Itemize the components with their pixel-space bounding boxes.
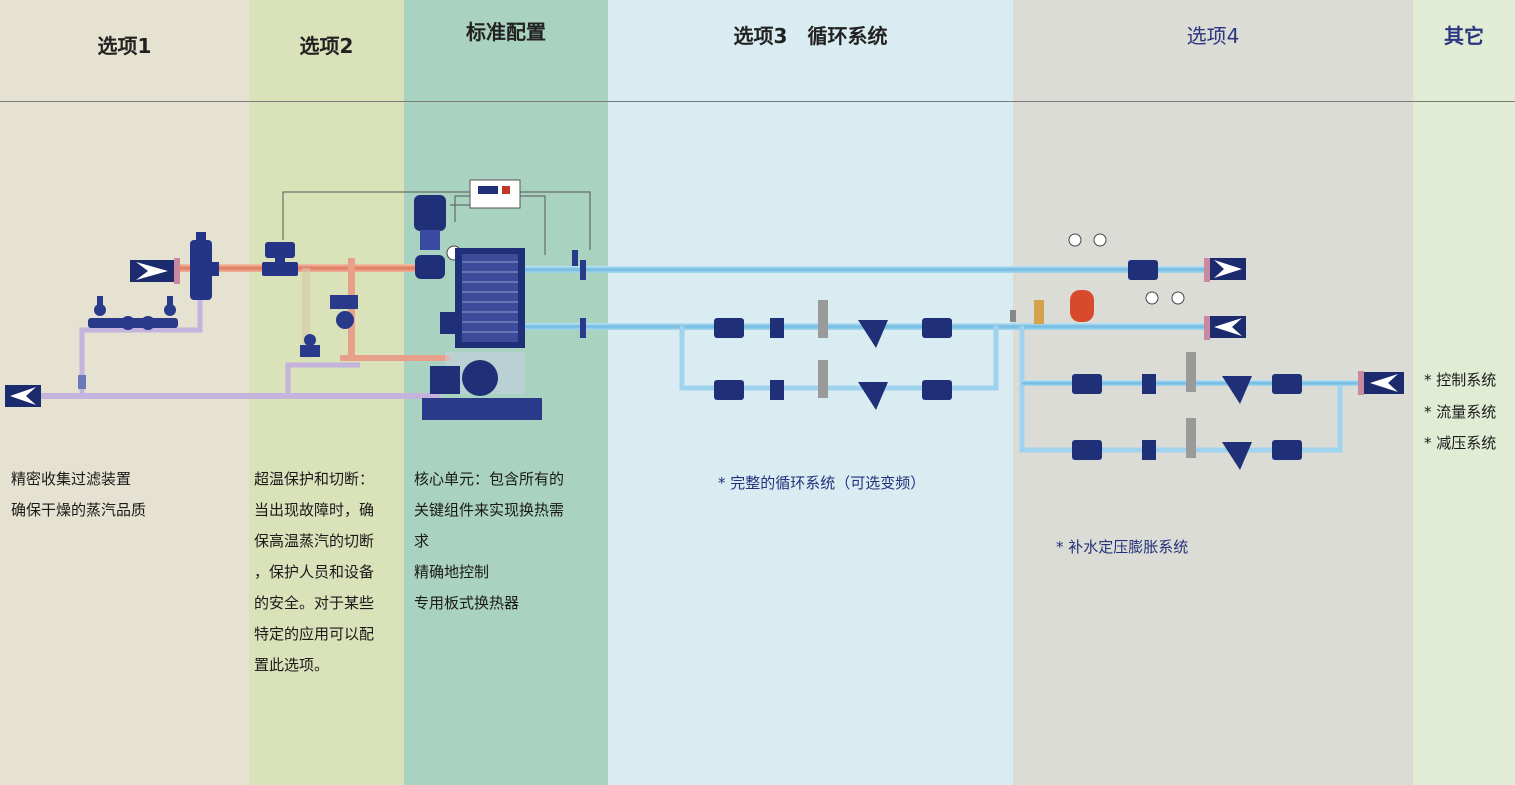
- supply-water-line: [520, 266, 1210, 273]
- other-item-control: * 控制系统: [1424, 371, 1497, 389]
- other-item-pressure: * 减压系统: [1424, 434, 1497, 452]
- pressure-gauges: [1068, 233, 1185, 305]
- column-title-option-4: 选项4: [1186, 23, 1240, 48]
- header-divider: [0, 101, 1515, 102]
- option-4-inlet-arrow: [1358, 371, 1404, 395]
- plate-heat-exchanger: [440, 248, 525, 348]
- other-systems-list: * 控制系统 * 流量系统 * 减压系统: [1424, 365, 1496, 460]
- column-option-1: 选项1: [0, 0, 249, 785]
- return-inlet-arrow: [1204, 316, 1246, 340]
- supply-outlet-arrow: [1204, 258, 1246, 282]
- column-option-2: 选项2: [249, 0, 404, 785]
- description-standard: 核心单元：包含所有的 关键组件来实现换热需 求 精确地控制 专用板式换热器: [414, 470, 565, 612]
- note-option-3: * 完整的循环系统（可选变频）: [718, 474, 926, 492]
- column-other: 其它: [1413, 0, 1515, 785]
- column-title-option-3: 选项3 循环系统: [733, 23, 888, 48]
- circulation-pump: [422, 352, 542, 420]
- option-3-valves: [714, 300, 952, 410]
- steam-trap-option-2: [300, 295, 358, 357]
- description-option-2: 超温保护和切断： 当出现故障时，确 保高温蒸汽的切断 ，保护人员和设备 的安全。…: [254, 470, 375, 674]
- option-4-valves: [1072, 260, 1302, 470]
- steam-separator: [190, 232, 219, 300]
- condensate-line: [40, 272, 460, 399]
- column-title-option-2: 选项2: [299, 33, 354, 58]
- description-option-1: 精密收集过滤装置 确保干燥的蒸汽品质: [11, 470, 147, 519]
- steam-inlet-arrow: [130, 258, 180, 284]
- steam-trap-group: [78, 296, 178, 389]
- temperature-shutoff-valve: [262, 242, 298, 276]
- column-title-other: 其它: [1444, 23, 1484, 48]
- expansion-tank: [1010, 290, 1094, 324]
- controller-box: [469, 179, 521, 209]
- outlet-flanges: [572, 250, 586, 338]
- condensate-outlet-arrow: [5, 385, 41, 407]
- column-title-option-1: 选项1: [97, 33, 152, 58]
- column-title-standard: 标准配置: [466, 19, 546, 44]
- other-item-flow: * 流量系统: [1424, 402, 1497, 421]
- control-valve: [414, 195, 462, 279]
- note-option-4: * 补水定压膨胀系统: [1056, 538, 1189, 556]
